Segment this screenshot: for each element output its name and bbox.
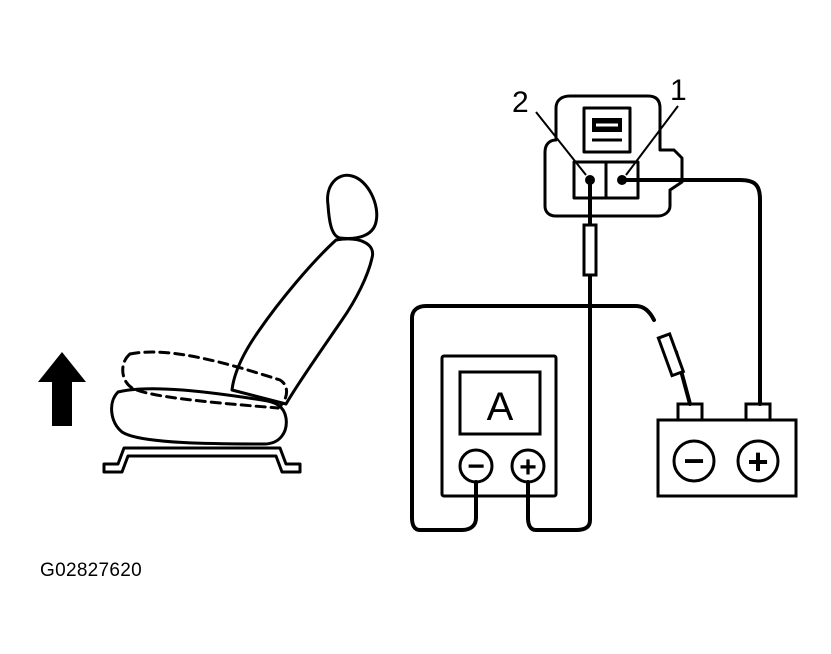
battery-positive-post: [744, 402, 772, 422]
probe-battery-negative: [656, 332, 686, 378]
connector-latch: [582, 106, 632, 154]
battery-minus-symbol: −: [683, 440, 704, 481]
leader-line-1: [625, 105, 679, 176]
terminal-1-label: 1: [670, 74, 687, 107]
lead-terminal1-to-battery-plus: [624, 178, 762, 406]
battery-body: [656, 418, 798, 498]
battery-plus-terminal: [736, 439, 780, 483]
terminal-1-dot: [617, 175, 627, 185]
battery-plus-symbol: +: [747, 441, 768, 482]
battery: [656, 402, 798, 498]
figure-id-caption: G02827620: [40, 560, 143, 581]
leader-line-2: [535, 111, 587, 176]
seat-cushion-raised-outline: [121, 350, 288, 410]
ammeter-display-letter: A: [487, 385, 514, 429]
motor-connector: [543, 94, 684, 218]
seat-headrest: [326, 173, 379, 240]
ammeter-plus-symbol: +: [519, 451, 537, 484]
ammeter: [440, 354, 558, 498]
terminal-2-dot: [585, 175, 595, 185]
seat-backrest: [230, 237, 375, 406]
seat-cushion-lowered: [110, 387, 288, 446]
ammeter-minus-symbol: −: [467, 450, 485, 483]
latch-symbol: [592, 118, 622, 142]
terminal-2-label: 2: [512, 86, 529, 119]
lead-terminal2-to-ammeter-plus: [526, 182, 592, 532]
probe-terminal-2: [582, 223, 598, 277]
seat-base-rail: [102, 446, 302, 474]
battery-minus-terminal: [672, 439, 716, 483]
up-arrow-icon: [38, 352, 86, 426]
connector-body: [543, 94, 684, 218]
ammeter-display: [458, 370, 542, 436]
battery-negative-post: [676, 402, 704, 422]
ammeter-body: [440, 354, 558, 498]
seat-illustration: [102, 173, 379, 474]
